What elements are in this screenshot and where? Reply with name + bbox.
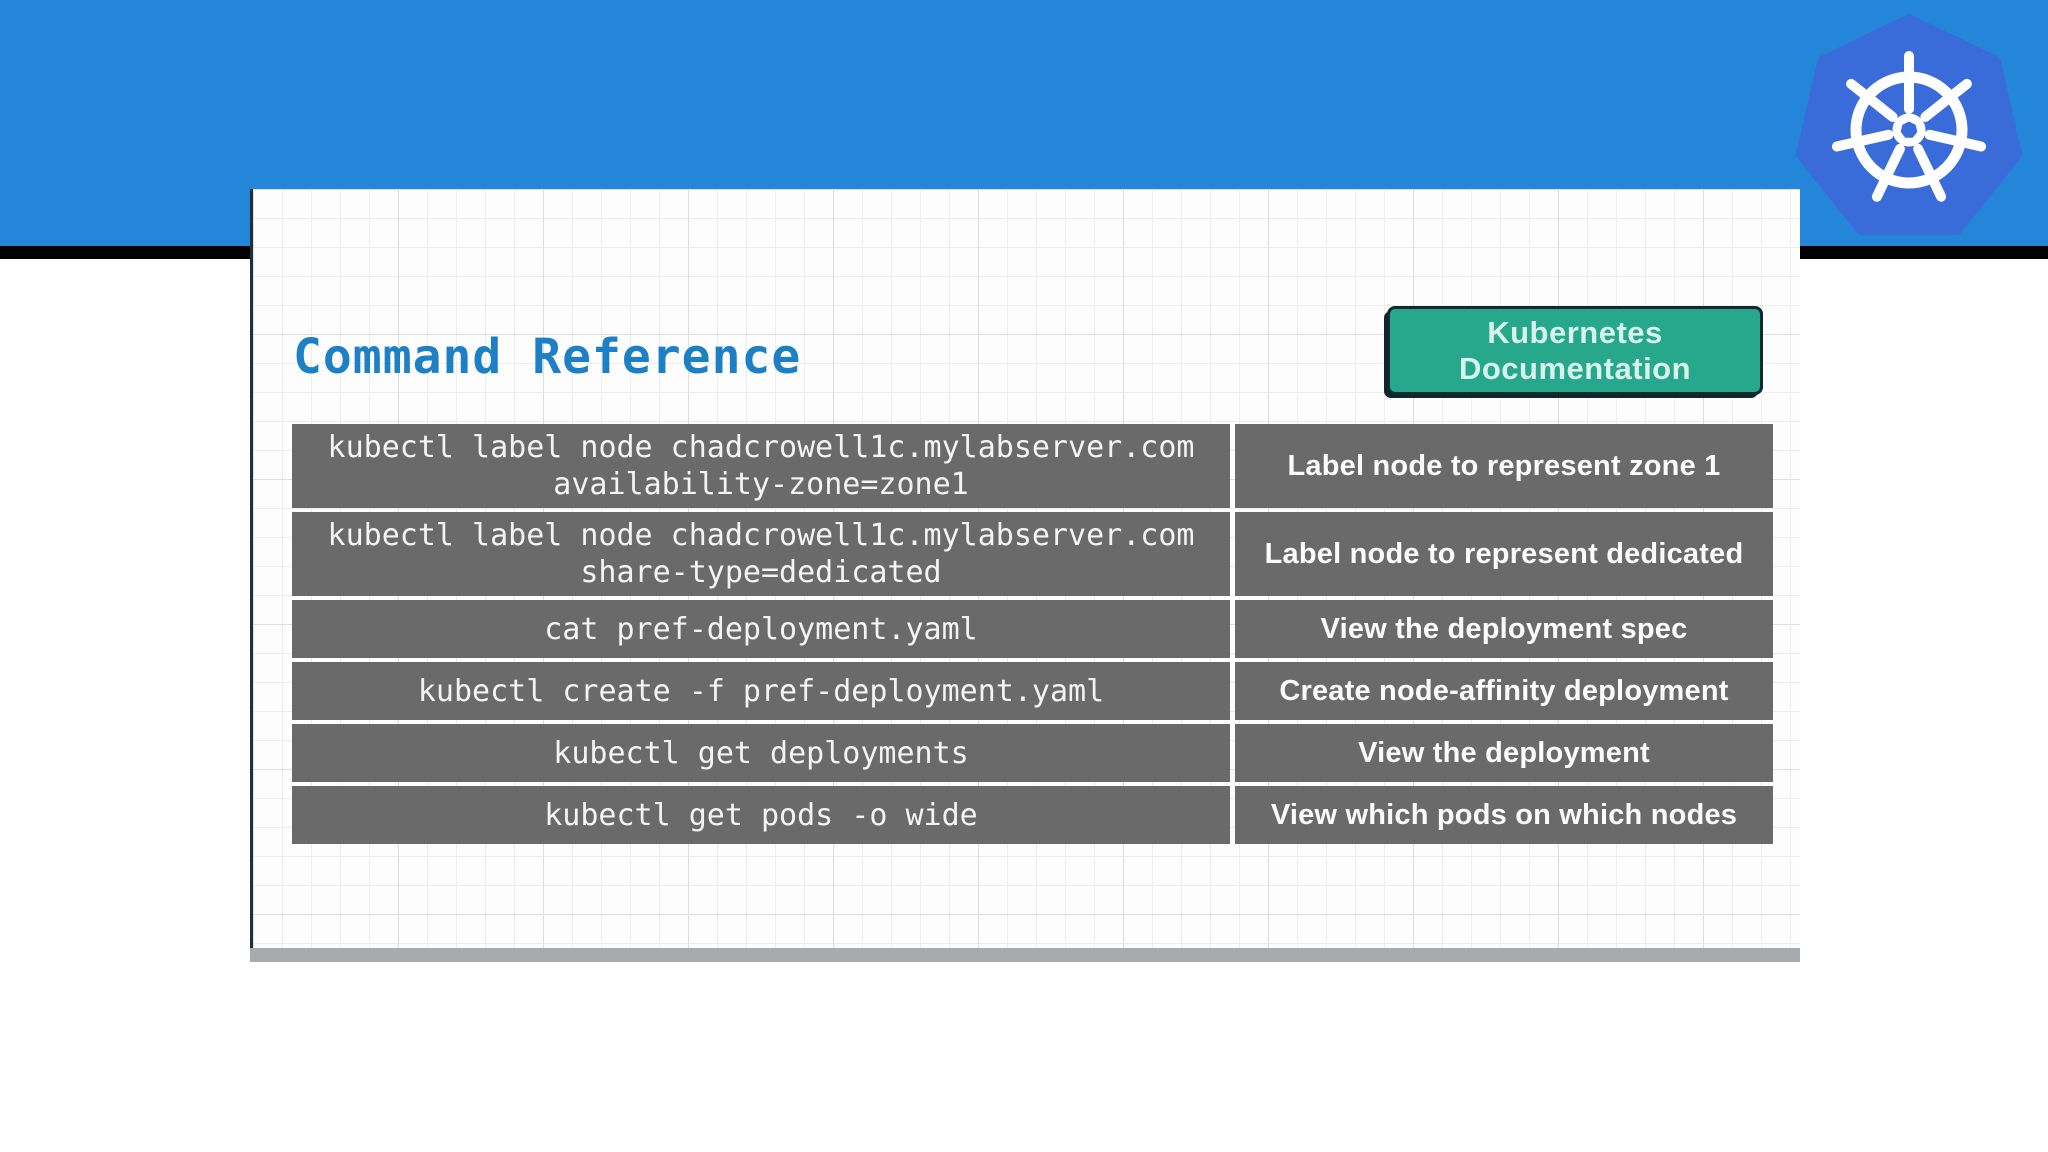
command-cell: kubectl get pods -o wide — [292, 786, 1230, 844]
command-reference-table: kubectl label node chadcrowell1c.mylabse… — [292, 424, 1773, 844]
description-cell: View the deployment spec — [1235, 600, 1773, 658]
kubernetes-logo-icon — [1795, 14, 2023, 235]
command-cell: kubectl get deployments — [292, 724, 1230, 782]
command-cell: kubectl create -f pref-deployment.yaml — [292, 662, 1230, 720]
description-cell: View which pods on which nodes — [1235, 786, 1773, 844]
description-cell: Label node to represent dedicated — [1235, 512, 1773, 596]
page-title: Command Reference — [293, 329, 802, 385]
description-cell: View the deployment — [1235, 724, 1773, 782]
command-cell: cat pref-deployment.yaml — [292, 600, 1230, 658]
command-cell: kubectl label node chadcrowell1c.mylabse… — [292, 424, 1230, 508]
command-cell: kubectl label node chadcrowell1c.mylabse… — [292, 512, 1230, 596]
description-cell: Label node to represent zone 1 — [1235, 424, 1773, 508]
description-cell: Create node-affinity deployment — [1235, 662, 1773, 720]
slide-panel: Command Reference Kubernetes Documentati… — [250, 189, 1800, 948]
kubernetes-documentation-button[interactable]: Kubernetes Documentation — [1387, 306, 1763, 395]
kubernetes-documentation-button-label: Kubernetes Documentation — [1458, 314, 1692, 386]
